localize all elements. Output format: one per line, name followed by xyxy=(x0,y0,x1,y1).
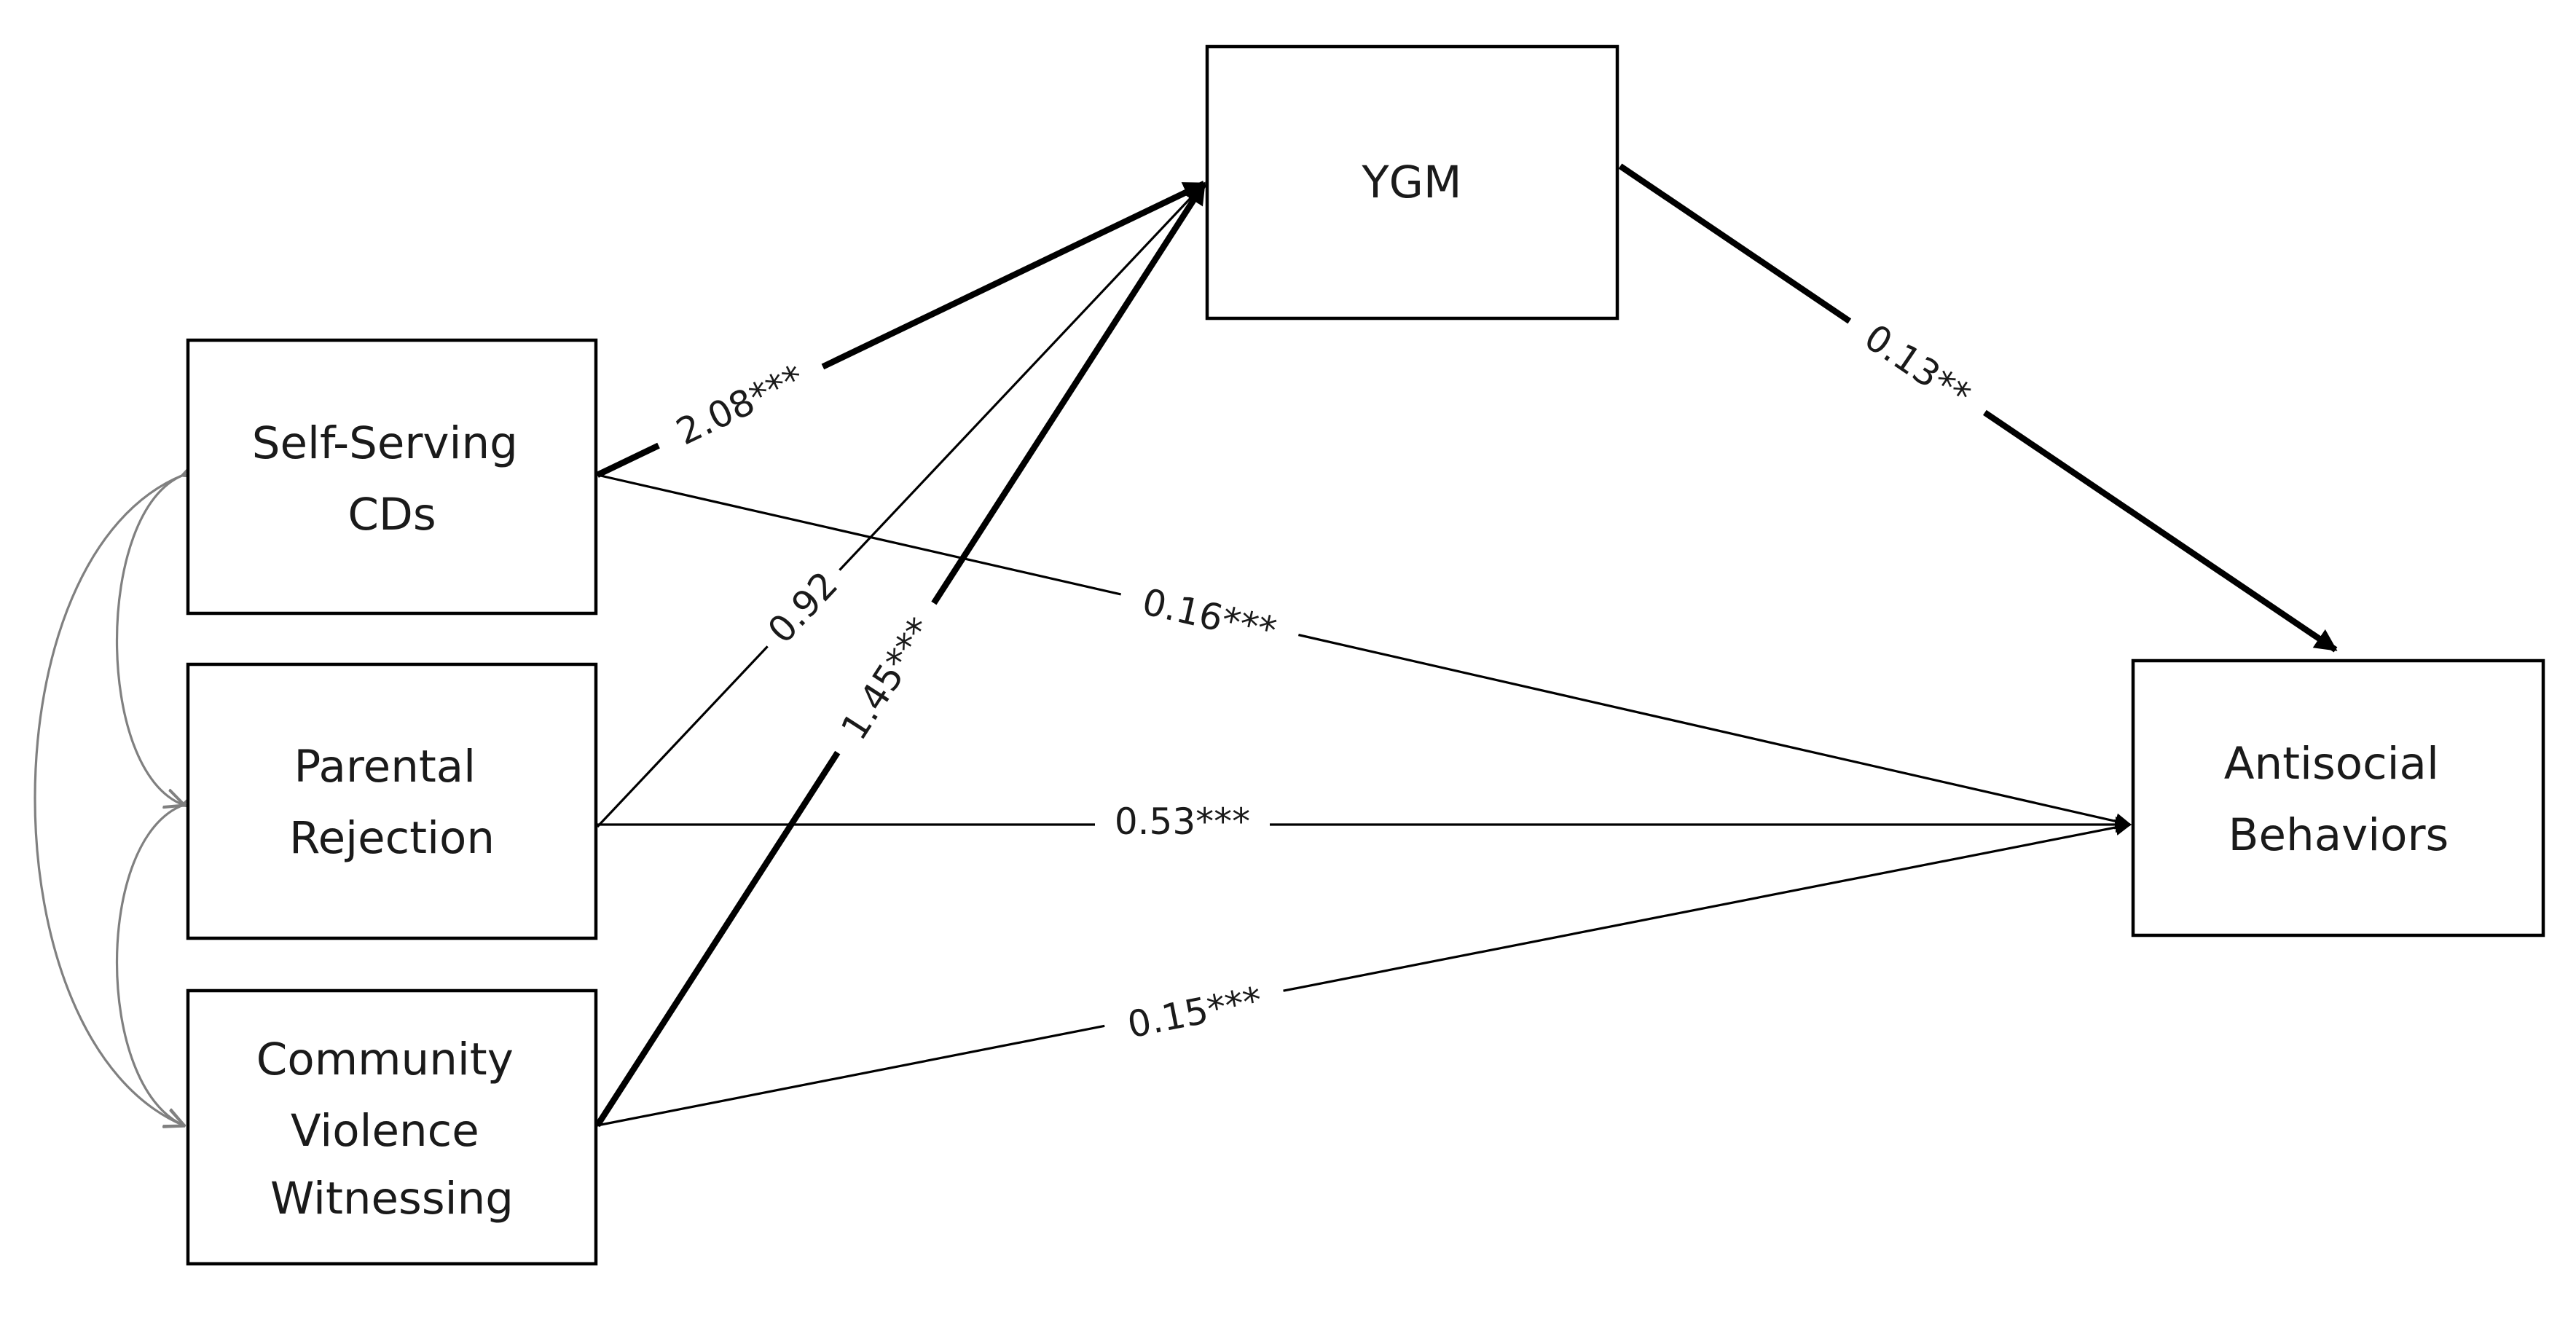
label-community-to-antisocial: 0.15*** xyxy=(1099,964,1290,1061)
node-antisocial-line1: Antisocial xyxy=(2224,738,2439,790)
svg-text:Antisocial Behaviors: Antisocial Behaviors xyxy=(2224,738,2454,861)
node-community-line2: Violence xyxy=(291,1105,479,1157)
svg-text:YGM: YGM xyxy=(1361,157,1461,208)
node-parental-line2: Rejection xyxy=(289,812,495,864)
node-ygm-label: YGM xyxy=(1361,157,1461,208)
covariance-self-community xyxy=(34,475,184,1125)
covariance-parental-community xyxy=(116,805,184,1125)
svg-text:Community Violence: Community Violence Witnessing xyxy=(256,1034,527,1224)
label-parental-to-antisocial: 0.53*** xyxy=(1095,793,1270,851)
node-ygm: YGM xyxy=(1205,44,1619,321)
node-self-serving-cds: Self-Serving CDs xyxy=(186,338,598,616)
node-antisocial-line2: Behaviors xyxy=(2229,809,2449,861)
coefficient-parental-antisocial: 0.53*** xyxy=(1115,801,1250,843)
label-self-to-ygm: 2.08*** xyxy=(645,338,836,472)
svg-text:Self-Serving CDs: Self-Serving CDs xyxy=(252,417,533,540)
svg-text:Parental Rejection: Parental Rejection xyxy=(289,741,495,864)
node-community-line3: Witnessing xyxy=(270,1173,514,1224)
node-community-line1: Community xyxy=(256,1034,514,1085)
path-community-violence-to-antisocial xyxy=(597,819,2132,1127)
node-antisocial-behaviors: Antisocial Behaviors xyxy=(2131,658,2545,937)
label-self-to-antisocial: 0.16*** xyxy=(1113,566,1305,667)
node-self-serving-line1: Self-Serving xyxy=(252,417,518,469)
path-parental-rejection-to-ygm xyxy=(596,182,1206,828)
node-self-serving-line2: CDs xyxy=(347,489,436,540)
node-parental-line1: Parental xyxy=(294,741,476,793)
label-ygm-to-antisocial: 0.13** xyxy=(1832,295,2003,438)
node-parental-rejection: Parental Rejection xyxy=(186,662,598,940)
path-self-serving-to-antisocial xyxy=(597,473,2132,830)
covariance-self-parental xyxy=(116,475,184,805)
node-community-violence-witnessing: Community Violence Witnessing xyxy=(186,988,598,1266)
